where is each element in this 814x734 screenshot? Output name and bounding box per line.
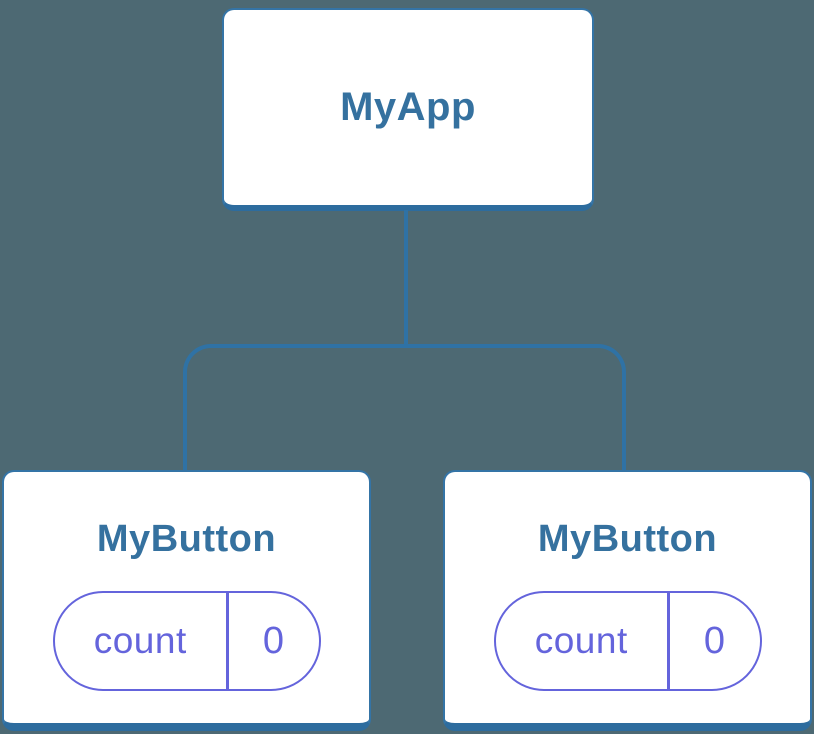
node-myapp-label: MyApp (340, 85, 476, 129)
state-value-label: 0 (262, 619, 285, 662)
state-pill-right: count 0 (493, 591, 762, 691)
state-value-label: 0 (703, 619, 726, 662)
pill-divider (226, 593, 229, 689)
pill-divider (667, 593, 670, 689)
connector-branch-bracket (183, 344, 626, 470)
node-mybutton-left: MyButton count 0 (2, 470, 371, 731)
node-mybutton-left-label: MyButton (96, 518, 277, 560)
connector-trunk-line (404, 210, 408, 348)
state-pill-left: count 0 (52, 591, 321, 691)
node-myapp: MyApp (222, 8, 594, 211)
node-mybutton-right: MyButton count 0 (443, 470, 812, 731)
node-mybutton-right-label: MyButton (537, 518, 718, 560)
state-key-label: count (93, 620, 187, 661)
state-key-label: count (534, 620, 628, 661)
